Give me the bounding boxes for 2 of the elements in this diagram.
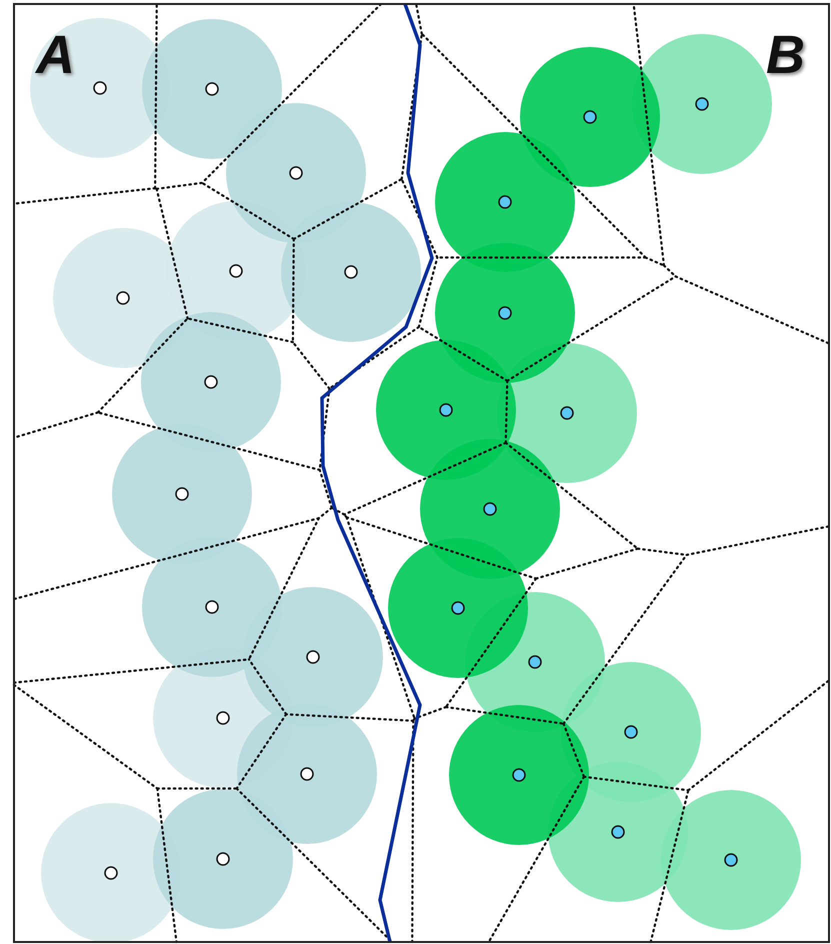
panel-label: B <box>766 28 805 82</box>
panel-label: A <box>36 28 75 82</box>
